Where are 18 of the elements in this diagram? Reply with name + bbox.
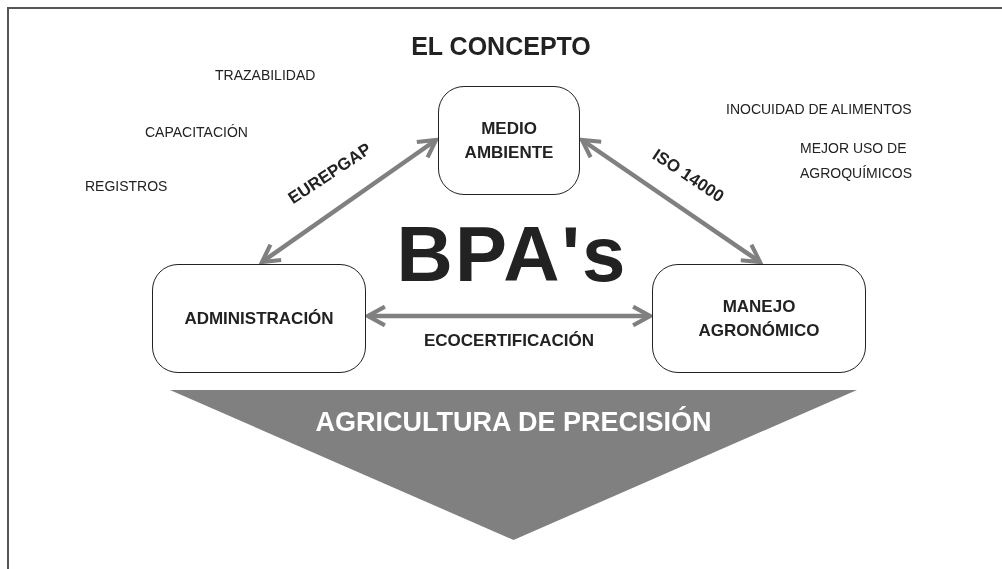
rounded-box	[152, 264, 366, 373]
diagram-title: EL CONCEPTO	[411, 32, 591, 60]
side-note: MEJOR USO DE AGROQUÍMICOS	[800, 139, 913, 183]
side-note: CAPACITACIÓN	[145, 124, 248, 140]
node-label: MEDIO AMBIENTE	[463, 117, 555, 164]
double-arrow	[579, 137, 763, 265]
node-label: AGRICULTURA DE PRECISIÓN	[315, 405, 712, 439]
side-note: INOCUIDAD DE ALIMENTOS	[726, 101, 912, 117]
double-arrow	[365, 304, 653, 328]
node-label: ADMINISTRACIÓN	[184, 307, 334, 330]
rounded-box	[652, 264, 866, 373]
down-triangle	[170, 390, 857, 540]
side-note: REGISTROS	[85, 178, 168, 194]
central-heading: BPA's	[396, 208, 628, 300]
rounded-box	[438, 86, 580, 195]
double-arrow	[259, 137, 439, 265]
side-note: TRAZABILIDAD	[215, 67, 316, 83]
node-label: MANEJO AGRONÓMICO	[697, 295, 821, 342]
